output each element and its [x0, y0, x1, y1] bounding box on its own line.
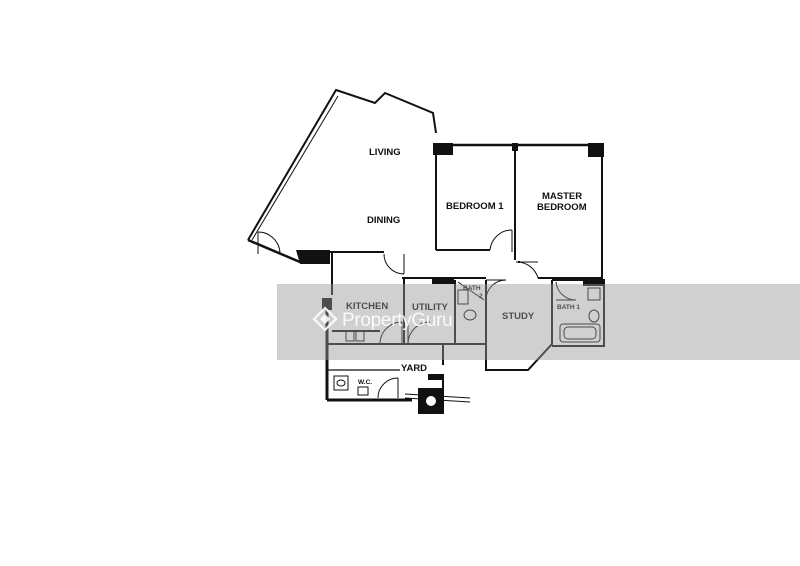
fixtures — [333, 287, 601, 409]
master-bedroom-label-line-1: MASTER — [542, 191, 582, 202]
wc-label: W.C. — [358, 379, 372, 386]
bath-2-label-line-1: BATH — [463, 285, 481, 292]
living-label: LIVING — [369, 147, 401, 158]
bath-1-label: BATH 1 — [557, 304, 580, 311]
bedroom-1-label: BEDROOM 1 — [446, 201, 504, 212]
yard-label: YARD — [401, 363, 427, 374]
column-hole — [426, 396, 436, 406]
study-label: STUDY — [502, 311, 535, 322]
watermark: PropertyGuru — [312, 305, 453, 337]
bath-2-label-line-2: 2 — [479, 293, 483, 300]
propertyguru-logo-icon — [312, 305, 338, 337]
dining-label: DINING — [367, 215, 400, 226]
kitchen-label: KITCHEN — [346, 301, 388, 312]
columns — [296, 143, 604, 414]
master-bedroom-label-line-2: BEDROOM — [537, 202, 587, 213]
watermark-band — [277, 284, 800, 360]
utility-label: UTILITY — [412, 302, 449, 313]
watermark-text: PropertyGuru — [342, 310, 453, 331]
door-swings — [257, 229, 577, 399]
